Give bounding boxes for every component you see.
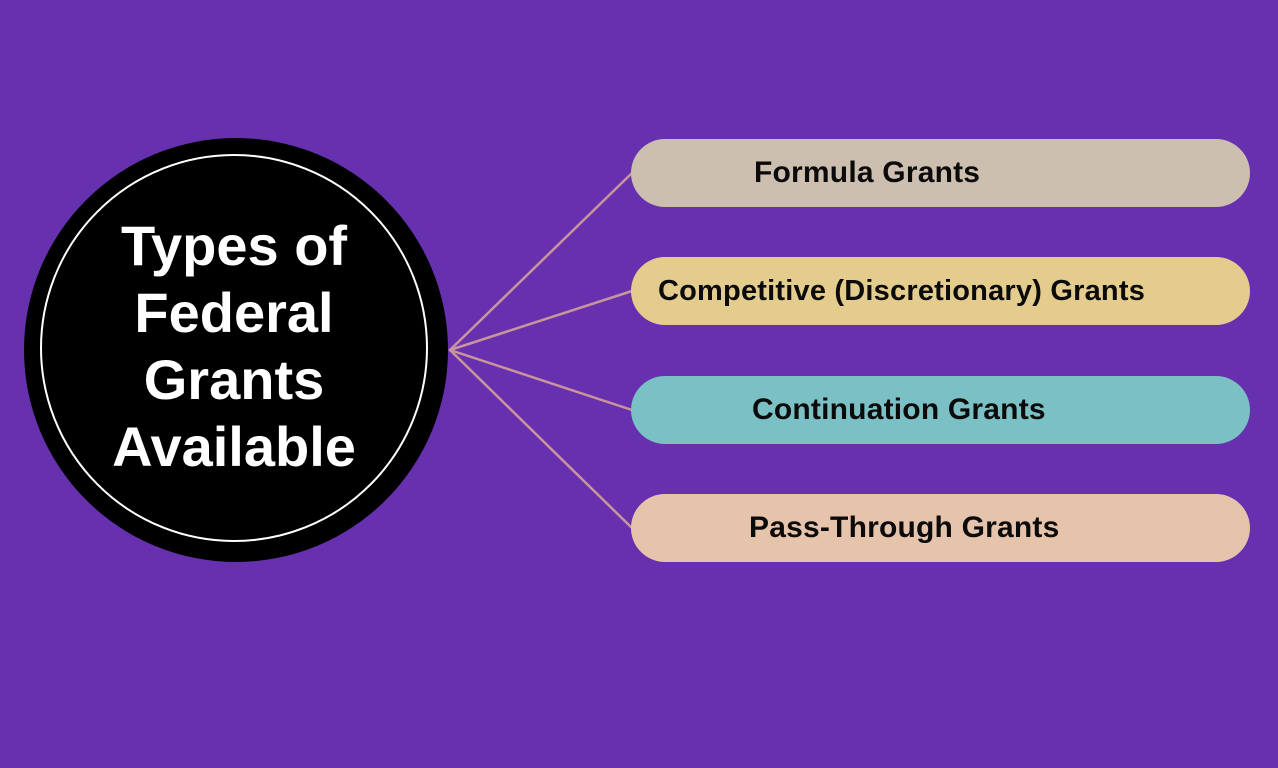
connector-pass-through [448,348,634,530]
branch-label: Formula Grants [754,156,981,189]
connector-formula [448,171,634,352]
branch-pass-through-grants: Pass-Through Grants [631,494,1250,562]
central-topic-title: Types of Federal Grants Available [84,212,384,480]
branch-label: Continuation Grants [752,393,1046,426]
title-line-4: Available [112,415,356,478]
title-line-1: Types of [120,214,348,277]
branch-formula-grants: Formula Grants [631,139,1250,207]
branch-label: Pass-Through Grants [749,511,1060,544]
connector-competitive [448,289,634,352]
central-topic-circle: Types of Federal Grants Available [24,138,448,562]
branch-continuation-grants: Continuation Grants [631,376,1250,444]
connector-continuation [448,348,634,412]
branch-competitive-grants: Competitive (Discretionary) Grants [631,257,1250,325]
title-line-2: Federal [134,281,334,344]
central-topic-ring: Types of Federal Grants Available [40,154,428,542]
branch-label: Competitive (Discretionary) Grants [658,274,1146,307]
title-line-3: Grants [143,348,325,411]
